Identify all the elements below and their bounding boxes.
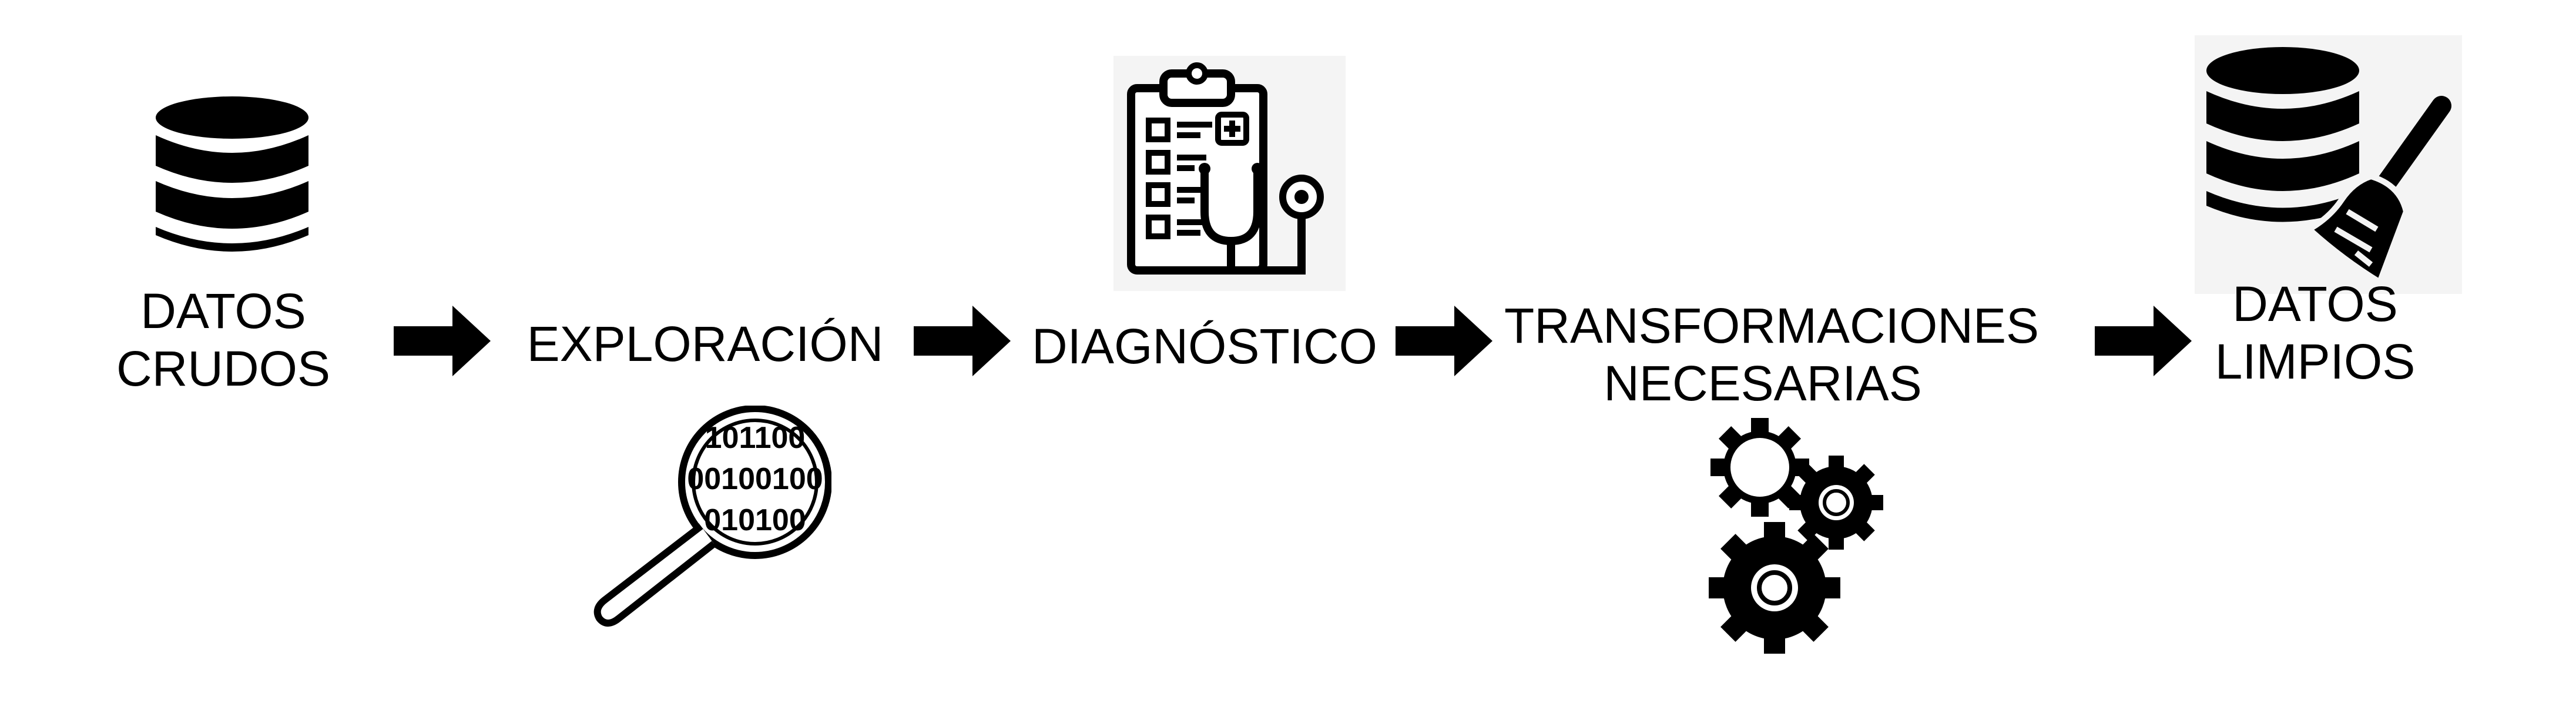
binary-row-2: 00100100: [687, 462, 823, 496]
step-label-transform: TRANSFORMACIONES NECESARIAS: [1504, 297, 2040, 412]
magnifier-binary-icon: 101100 00100100 010100: [593, 406, 831, 627]
step-label-clean-line2: LIMPIOS: [2215, 334, 2416, 389]
clipboard-stethoscope-icon: [1113, 56, 1346, 291]
binary-row-3: 010100: [704, 503, 806, 537]
step-label-diagnosis: DIAGNÓSTICO: [1022, 317, 1387, 375]
step-label-clean: DATOS LIMPIOS: [2186, 275, 2444, 390]
step-label-diagnosis-line1: DIAGNÓSTICO: [1031, 319, 1378, 374]
step-label-raw: DATOS CRUDOS: [94, 282, 353, 397]
binary-row-1: 101100: [705, 421, 806, 455]
step-label-raw-line1: DATOS: [140, 283, 306, 339]
step-label-raw-line2: CRUDOS: [116, 341, 330, 396]
flow-arrow-3: [1396, 306, 1492, 376]
flow-arrow-4: [2095, 306, 2192, 376]
database-icon: [156, 96, 308, 252]
step-label-transform-line1: TRANSFORMACIONES: [1504, 298, 2040, 353]
flow-arrow-1: [394, 306, 491, 376]
flow-arrow-2: [914, 306, 1011, 376]
database-broom-icon: [2195, 35, 2462, 294]
gears-icon: [1709, 418, 1883, 654]
step-label-exploration: EXPLORACIÓN: [511, 315, 899, 373]
step-label-transform-line2: NECESARIAS: [1604, 356, 1922, 411]
step-label-exploration-line1: EXPLORACIÓN: [526, 316, 884, 372]
step-label-clean-line1: DATOS: [2232, 276, 2398, 332]
